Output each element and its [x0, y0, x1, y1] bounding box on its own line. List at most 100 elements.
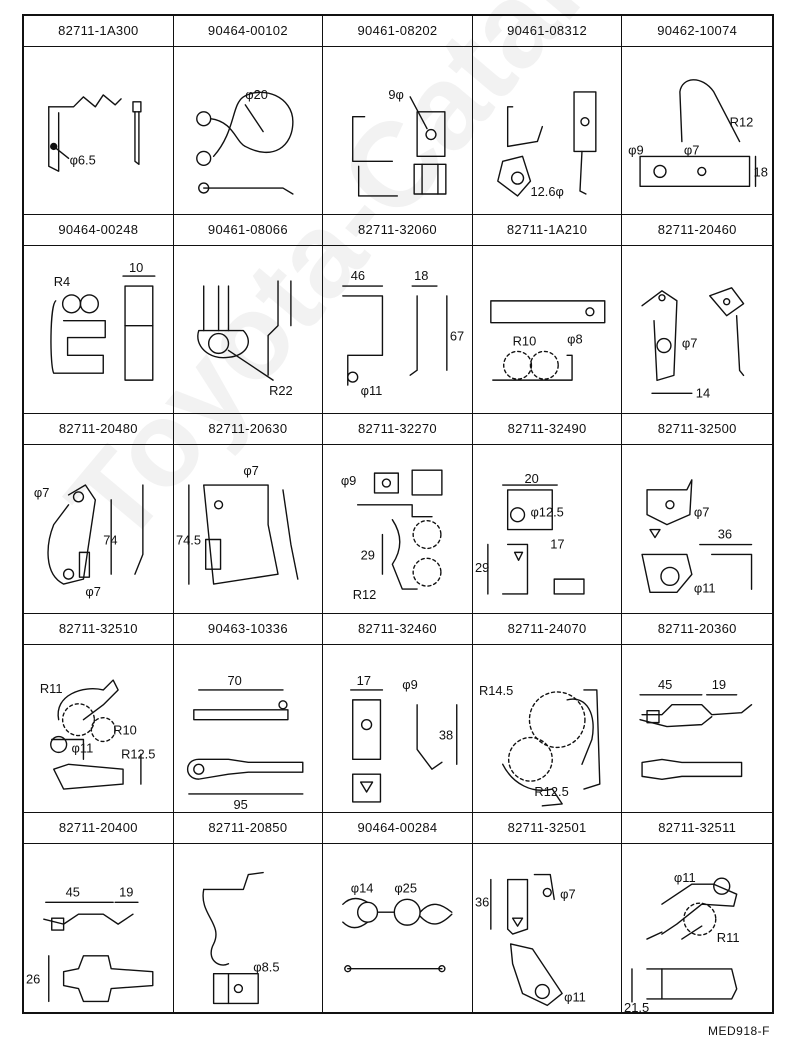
part-cell: 82711-32510 R11 R10 φ11 R12.5	[24, 613, 174, 813]
part-number: 82711-32501	[472, 813, 622, 844]
part-drawing: φ9 29 R12	[323, 445, 472, 612]
part-cell: 90464-00284 φ14 φ25	[323, 812, 473, 1012]
dim-label: 29	[361, 548, 375, 563]
dim-label: 29	[475, 561, 489, 576]
part-number: 82711-1A300	[24, 16, 173, 47]
dim-label: φ7	[684, 142, 700, 157]
part-drawing: R4 10	[24, 246, 173, 413]
dim-label: φ8	[567, 332, 583, 347]
dim-label: 74	[103, 533, 117, 548]
dim-label: R4	[54, 274, 70, 289]
dim-label: R10	[113, 722, 137, 737]
part-number: 82711-32490	[472, 414, 622, 446]
part-number: 90464-00284	[323, 813, 472, 844]
dim-label: φ25	[395, 880, 418, 895]
dim-label: R12	[353, 587, 377, 602]
part-cell: 82711-32511 φ11 R11 21.5	[622, 813, 772, 1012]
part-number: 82711-32270	[323, 414, 472, 446]
part-cell: 82711-20850 φ8.5	[173, 812, 324, 1012]
dim-label: 95	[233, 796, 247, 811]
dim-label: φ8.5	[253, 959, 279, 974]
part-drawing: 45 19 26	[24, 844, 173, 1012]
part-number: 82711-32510	[24, 614, 173, 645]
dim-label: 18	[754, 164, 768, 179]
dim-label: 10	[129, 260, 143, 275]
part-cell: 82711-20480 φ7 74 φ7	[24, 414, 174, 614]
dim-label: φ7	[34, 485, 50, 500]
part-drawing: 70 95	[174, 645, 323, 812]
part-number: 82711-32060	[323, 215, 472, 247]
dim-label: 20	[524, 471, 538, 486]
dim-label: φ7	[682, 336, 698, 351]
dim-label: φ11	[361, 383, 383, 398]
part-number: 82711-20480	[24, 414, 173, 446]
dim-label: φ20	[245, 87, 268, 102]
dim-label: 21.5	[624, 1000, 649, 1012]
dim-label: R12	[730, 115, 754, 130]
dim-label: φ11	[72, 740, 94, 755]
dim-label: φ12.5	[530, 505, 563, 520]
part-drawing: 20 φ12.5 17 29	[473, 445, 622, 612]
dim-label: R11	[717, 930, 740, 945]
part-drawing: 36 φ7 φ11	[473, 844, 622, 1012]
dim-label: R12.5	[534, 784, 568, 799]
dim-label: R12.5	[121, 746, 155, 761]
part-cell: 90464-00102 φ20	[173, 16, 324, 216]
part-number: 82711-20850	[173, 813, 323, 844]
part-drawing: φ7 74 φ7	[24, 445, 173, 612]
part-drawing: R22	[174, 246, 323, 413]
part-cell: 90461-08312 12.6φ	[472, 16, 623, 216]
dim-label: 45	[66, 884, 80, 899]
dim-label: 36	[718, 527, 732, 542]
part-drawing: R10 φ8	[473, 246, 622, 413]
part-drawing: φ7 36 φ11	[622, 445, 772, 612]
part-number: 82711-20630	[173, 414, 323, 446]
part-cell: 82711-24070 R14.5 R12.5	[472, 613, 623, 813]
dim-label: φ7	[243, 463, 259, 478]
dim-label: φ14	[351, 880, 374, 895]
dim-label: 19	[119, 884, 133, 899]
dim-label: 18	[414, 268, 428, 283]
dim-label: φ6.5	[70, 152, 96, 167]
part-number: 82711-20360	[622, 614, 772, 645]
part-drawing: 17 φ9 38	[323, 645, 472, 812]
part-cell: 82711-20400 45 19 26	[24, 812, 174, 1012]
dim-label: 74.5	[176, 533, 201, 548]
part-drawing: 45 19	[622, 645, 772, 812]
dim-label: 14	[696, 385, 710, 400]
part-drawing: φ8.5	[174, 844, 323, 1012]
part-drawing: φ14 φ25	[323, 844, 472, 1012]
part-drawing: 12.6φ	[473, 47, 622, 214]
part-number: 82711-20460	[622, 215, 772, 247]
part-number: 90461-08312	[472, 16, 622, 47]
part-cell: 82711-32270 φ9 29 R12	[323, 414, 473, 614]
dim-label: 46	[351, 268, 365, 283]
dim-label: 67	[450, 329, 464, 344]
part-cell: 82711-32060 46 18 67 φ11	[323, 215, 473, 415]
part-number: 82711-32500	[622, 414, 772, 446]
dim-label: φ11	[674, 870, 696, 885]
part-cell: 90461-08202 9φ	[323, 16, 473, 216]
dim-label: 19	[712, 676, 726, 691]
part-number: 82711-20400	[24, 813, 173, 844]
part-drawing: φ7 74.5	[174, 445, 323, 612]
part-cell: 82711-20360 45 19	[622, 614, 772, 813]
part-number: 82711-32511	[622, 813, 772, 844]
reference-code: MED918-F	[707, 1024, 770, 1038]
part-drawing: R14.5 R12.5	[473, 645, 622, 812]
dim-label: φ9	[341, 473, 357, 488]
part-cell: 90464-00248 R4 10	[24, 215, 174, 415]
dim-label: R14.5	[479, 683, 513, 698]
dim-label: 36	[475, 894, 489, 909]
dim-label: 26	[26, 971, 40, 986]
dim-label: φ11	[694, 581, 716, 596]
part-number: 90464-00102	[173, 16, 323, 47]
dim-label: φ9	[402, 677, 418, 692]
dim-label: φ11	[564, 989, 586, 1004]
part-drawing: φ11 R11 21.5	[622, 844, 772, 1012]
part-drawing: R11 R10 φ11 R12.5	[24, 645, 173, 812]
part-cell: 82711-20460 φ7 14	[622, 215, 772, 415]
part-number: 82711-32460	[323, 614, 472, 645]
part-number: 82711-1A210	[472, 215, 622, 247]
dim-label: 17	[550, 537, 564, 552]
